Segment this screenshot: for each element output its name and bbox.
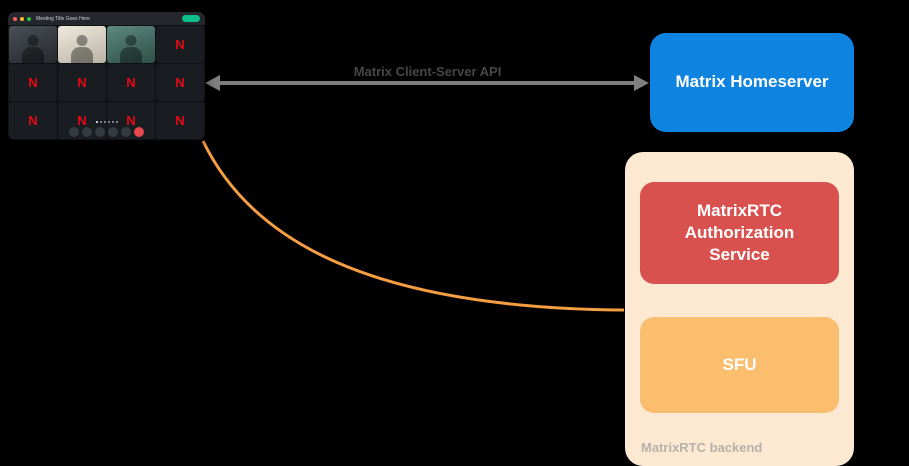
participant-tile-n-logo[interactable]: N: [58, 64, 106, 101]
sfu-label: SFU: [722, 354, 757, 374]
n-logo-icon: N: [77, 113, 87, 128]
call-controls: [8, 127, 205, 137]
participant-tile-n-logo[interactable]: N: [156, 26, 204, 63]
auth-service-box: MatrixRTC Authorization Service: [640, 182, 839, 284]
person-silhouette: [107, 26, 155, 63]
page-dot[interactable]: [95, 121, 98, 123]
page-dot[interactable]: [115, 121, 118, 123]
client-server-api-label: Matrix Client-Server API: [353, 64, 502, 79]
participant-tile-video[interactable]: [58, 26, 106, 63]
n-logo-icon: N: [126, 75, 136, 90]
more-options-button[interactable]: [121, 127, 131, 137]
matrixrtc-backend-container: MatrixRTC Authorization Service SFU Matr…: [625, 152, 854, 466]
participant-tile-n-logo[interactable]: N: [9, 64, 57, 101]
arrowhead-right: [634, 75, 649, 91]
n-logo-icon: N: [77, 75, 87, 90]
arrowhead-left: [205, 75, 220, 91]
matrix-homeserver-box: Matrix Homeserver: [650, 33, 854, 132]
participant-tile-n-logo[interactable]: N: [156, 102, 204, 139]
page-dot[interactable]: [111, 121, 114, 123]
person-silhouette: [58, 26, 106, 63]
window-title: Meeting Title Goes Here: [36, 15, 90, 22]
zoom-window-icon[interactable]: [27, 16, 31, 21]
n-logo-icon: N: [28, 75, 38, 90]
participant-tile-n-logo[interactable]: N: [156, 64, 204, 101]
participant-tile-video[interactable]: [9, 26, 57, 63]
video-grid: N N N N N N N N N: [9, 26, 204, 140]
pagination-dots: [8, 121, 205, 123]
participant-tile-video[interactable]: [107, 26, 155, 63]
matrixrtc-backend-label: MatrixRTC backend: [641, 440, 763, 455]
auth-service-label: MatrixRTC Authorization Service: [684, 200, 795, 265]
page-dot[interactable]: [107, 121, 110, 123]
page-dot[interactable]: [103, 121, 106, 123]
close-window-icon[interactable]: [13, 16, 17, 21]
call-app-window: Meeting Title Goes Here N N N N N N N N N: [8, 12, 205, 140]
sfu-box: SFU: [640, 317, 839, 413]
participant-tile-n-logo[interactable]: N: [107, 64, 155, 101]
leave-call-button[interactable]: [134, 127, 144, 137]
person-silhouette: [9, 26, 57, 63]
participant-tile-n-logo[interactable]: N: [9, 102, 57, 139]
screenshare-button[interactable]: [95, 127, 105, 137]
n-logo-icon: N: [175, 113, 185, 128]
camera-button[interactable]: [82, 127, 92, 137]
n-logo-icon: N: [175, 75, 185, 90]
sfu-connection-curve: [201, 140, 625, 312]
n-logo-icon: N: [28, 113, 38, 128]
matrix-homeserver-label: Matrix Homeserver: [675, 72, 829, 92]
page-dot[interactable]: [99, 121, 102, 123]
mic-button[interactable]: [69, 127, 79, 137]
n-logo-icon: N: [175, 37, 185, 52]
join-button[interactable]: [182, 15, 200, 22]
n-logo-icon: N: [126, 113, 136, 128]
window-titlebar: Meeting Title Goes Here: [8, 12, 205, 25]
minimize-window-icon[interactable]: [20, 16, 24, 21]
participants-button[interactable]: [108, 127, 118, 137]
